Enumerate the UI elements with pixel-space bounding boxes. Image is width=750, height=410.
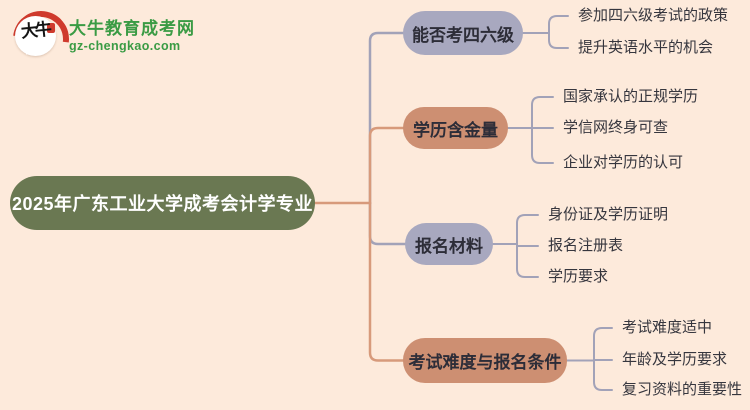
leaf-node: 国家承认的正规学历 (563, 88, 699, 105)
leaf-node: 报名注册表 (548, 237, 624, 254)
leaf-node: 参加四六级考试的政策 (578, 7, 729, 24)
logo-bubble-circle (15, 16, 56, 56)
branch-node: 考试难度与报名条件 (403, 338, 567, 383)
site-logo: 大牛 大牛教育成考网 gz-chengkao.com (1, 0, 195, 79)
leaf-node: 复习资料的重要性 (622, 381, 743, 398)
logo-speech-bubble-icon: 大牛 (1, 0, 81, 79)
leaf-node: 学信网终身可查 (563, 119, 669, 136)
branch-node: 学历含金量 (403, 107, 508, 149)
leaf-node: 年龄及学历要求 (622, 351, 728, 368)
leaf-node: 考试难度适中 (622, 319, 713, 336)
root-node: 2025年广东工业大学成考会计学专业 (10, 176, 315, 230)
leaf-node: 学历要求 (548, 268, 609, 285)
logo-bubble-text: 大牛 (20, 19, 50, 42)
logo-brand-name: 大牛教育成考网 (69, 19, 195, 39)
leaf-node: 身份证及学历证明 (548, 206, 669, 223)
leaf-node: 提升英语水平的机会 (578, 39, 714, 56)
branch-node: 能否考四六级 (403, 11, 523, 55)
logo-red-seal (47, 23, 55, 33)
leaf-node: 企业对学历的认可 (563, 154, 684, 171)
branch-node: 报名材料 (405, 223, 493, 265)
logo-site-url: gz-chengkao.com (69, 38, 181, 53)
